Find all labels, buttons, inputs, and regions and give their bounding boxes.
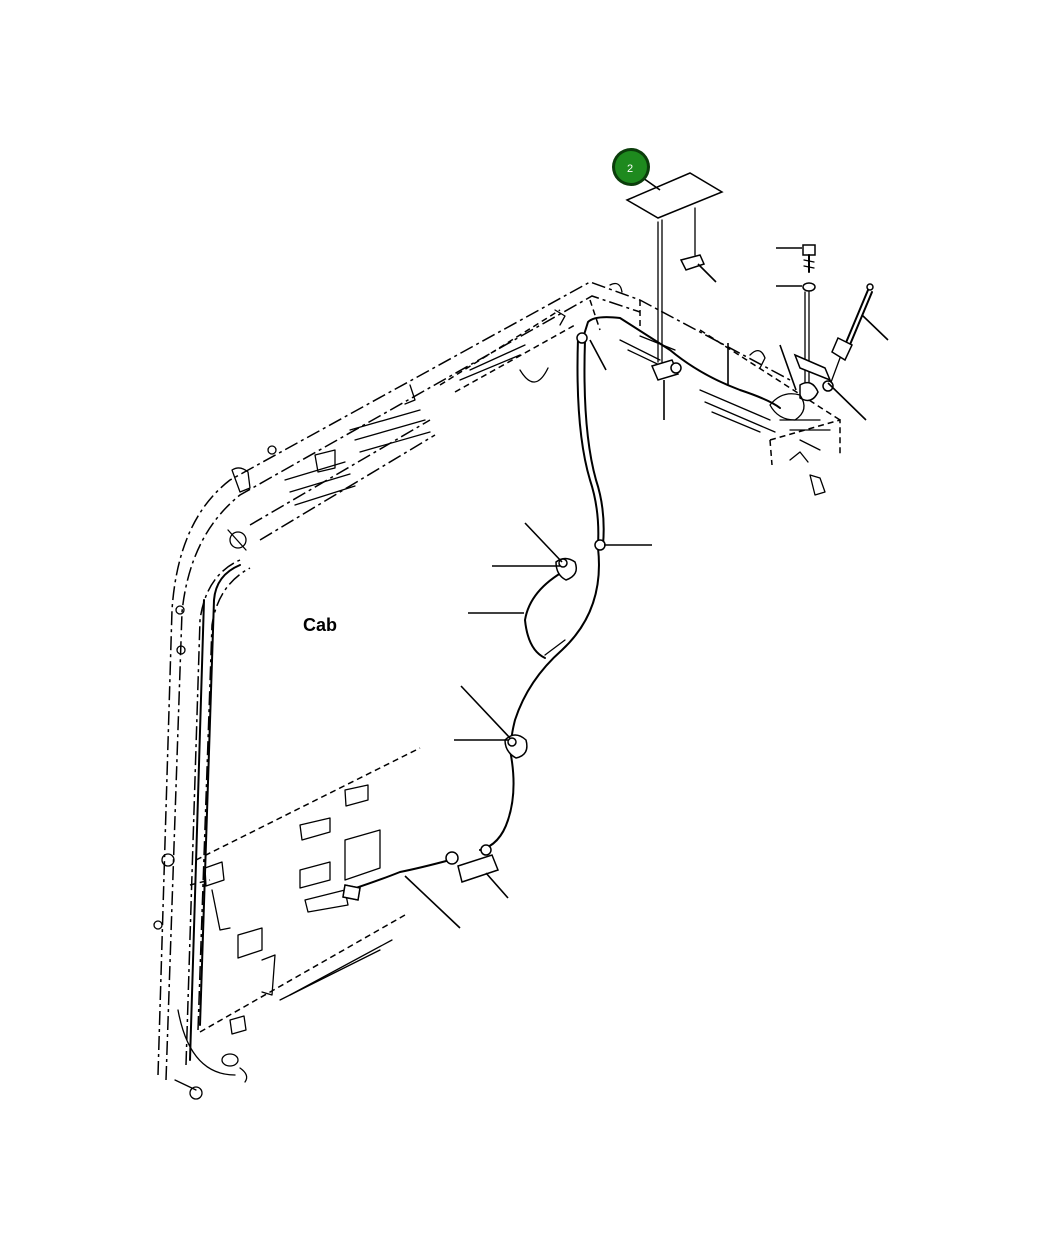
- antenna-cable: [342, 316, 781, 901]
- antenna-mount-hardware: [625, 172, 874, 421]
- cab-hardware-details: [153, 282, 831, 1100]
- callout-badge-2[interactable]: 2: [612, 148, 650, 186]
- callout-badge-fill[interactable]: [615, 151, 647, 183]
- cab-label: Cab: [303, 615, 337, 635]
- callout-badge-number[interactable]: 2: [627, 163, 633, 175]
- cab-frame: [157, 281, 841, 1081]
- callout-leaders: [404, 177, 889, 929]
